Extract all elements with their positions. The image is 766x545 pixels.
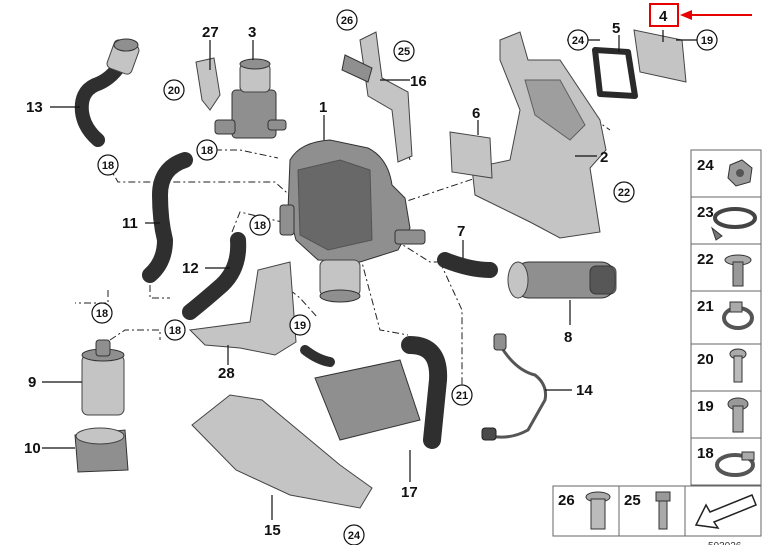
part-15-heat-shield [191,394,373,509]
callout-16: 16 [410,73,427,90]
part-10-holder [74,427,129,473]
callout-4: 4 [659,8,668,25]
svg-text:18: 18 [96,308,108,320]
direction-arrow-icon [694,494,757,529]
callout-13: 13 [26,99,43,116]
part-12-coolant-hose [182,232,247,320]
circled-18-b: 18 [196,139,218,161]
circled-24-top: 24 [567,29,589,51]
svg-text:19: 19 [697,398,714,415]
part-13-coolant-hose [74,38,140,147]
panel-cell-23: 23 [690,196,762,245]
svg-text:25: 25 [398,46,410,58]
circled-18-e: 18 [164,319,186,341]
panel-cell-arrow [684,485,762,537]
part-3-valve [214,58,287,139]
part-9-pump [81,339,125,416]
part-7-hose [437,252,498,278]
callout-17: 17 [401,484,418,501]
callout-15: 15 [264,522,281,539]
panel-cell-24: 24 [690,149,762,198]
svg-text:21: 21 [697,298,714,315]
circled-22: 22 [613,181,635,203]
svg-text:18: 18 [102,160,114,172]
svg-text:26: 26 [558,492,575,509]
part-28-bracket [188,261,297,356]
part-8-silencer [507,261,617,299]
svg-text:18: 18 [169,325,181,337]
part-5-gasket [592,47,638,99]
callout-14: 14 [576,382,593,399]
panel-cell-18: 18 [690,437,762,486]
part-1-heater-unit [279,139,426,303]
circled-19-mid: 19 [289,314,311,336]
callout-3: 3 [248,24,256,41]
svg-text:19: 19 [294,320,306,332]
circled-18-d: 18 [91,302,113,324]
bottom-parts-panel: 26 25 [552,485,762,537]
leader-lines [42,30,698,520]
callout-5: 5 [612,20,620,37]
svg-text:20: 20 [697,351,714,368]
svg-text:23: 23 [697,204,714,221]
svg-text:24: 24 [697,157,714,174]
circled-18-c: 18 [249,214,271,236]
small-parts-panel: 24 23 22 21 20 [690,149,762,486]
callout-28: 28 [218,365,235,382]
svg-text:26: 26 [341,15,353,27]
circled-25: 25 [393,40,415,62]
svg-text:21: 21 [456,390,468,402]
callout-9: 9 [28,374,36,391]
callout-8: 8 [564,329,572,346]
panel-cell-20: 20 [690,343,762,392]
circled-20: 20 [163,79,185,101]
callout-11: 11 [122,215,138,232]
callout-6: 6 [472,105,480,122]
callout-27: 27 [202,24,219,41]
svg-text:19: 19 [701,35,713,47]
panel-cell-25: 25 [618,485,686,537]
callout-10: 10 [24,440,41,457]
circled-26: 26 [336,9,358,31]
circled-24-bottom: 24 [343,524,365,545]
circled-18-a: 18 [97,154,119,176]
panel-cell-21: 21 [690,290,762,345]
svg-text:22: 22 [697,251,714,268]
highlighted-callout-4: 4 [649,3,752,27]
part-2-mounting-bracket [471,31,607,239]
part-11-coolant-hose [142,152,193,283]
svg-text:18: 18 [697,445,714,462]
svg-text:25: 25 [624,492,641,509]
diagram-code: 503026 [708,541,742,545]
part-6-plate [449,131,493,179]
svg-text:20: 20 [168,85,180,97]
part-14-sensor-line [481,333,547,441]
callout-7: 7 [457,223,465,240]
circled-19-top: 19 [696,29,718,51]
part-4-cover [633,29,687,83]
callout-2: 2 [600,149,608,166]
svg-text:24: 24 [348,530,361,542]
svg-text:18: 18 [201,145,213,157]
callout-12: 12 [182,260,199,277]
svg-text:22: 22 [618,187,630,199]
part-27-bracket [195,57,221,111]
svg-text:24: 24 [572,35,585,47]
circled-21: 21 [451,384,473,406]
svg-text:18: 18 [254,220,266,232]
part-16-bracket [341,31,413,163]
circled-callouts: 26 25 20 24 19 18 18 18 18 18 19 22 21 2… [91,9,718,545]
panel-cell-22: 22 [690,243,762,292]
part-17-exhaust-silencer [300,336,448,449]
callout-1: 1 [319,99,327,116]
highlight-box [649,3,679,27]
panel-cell-26: 26 [552,485,620,537]
callout-numbers: 27 3 1 13 16 5 6 2 7 8 11 12 9 10 28 14 … [24,20,620,539]
panel-cell-19: 19 [690,390,762,439]
